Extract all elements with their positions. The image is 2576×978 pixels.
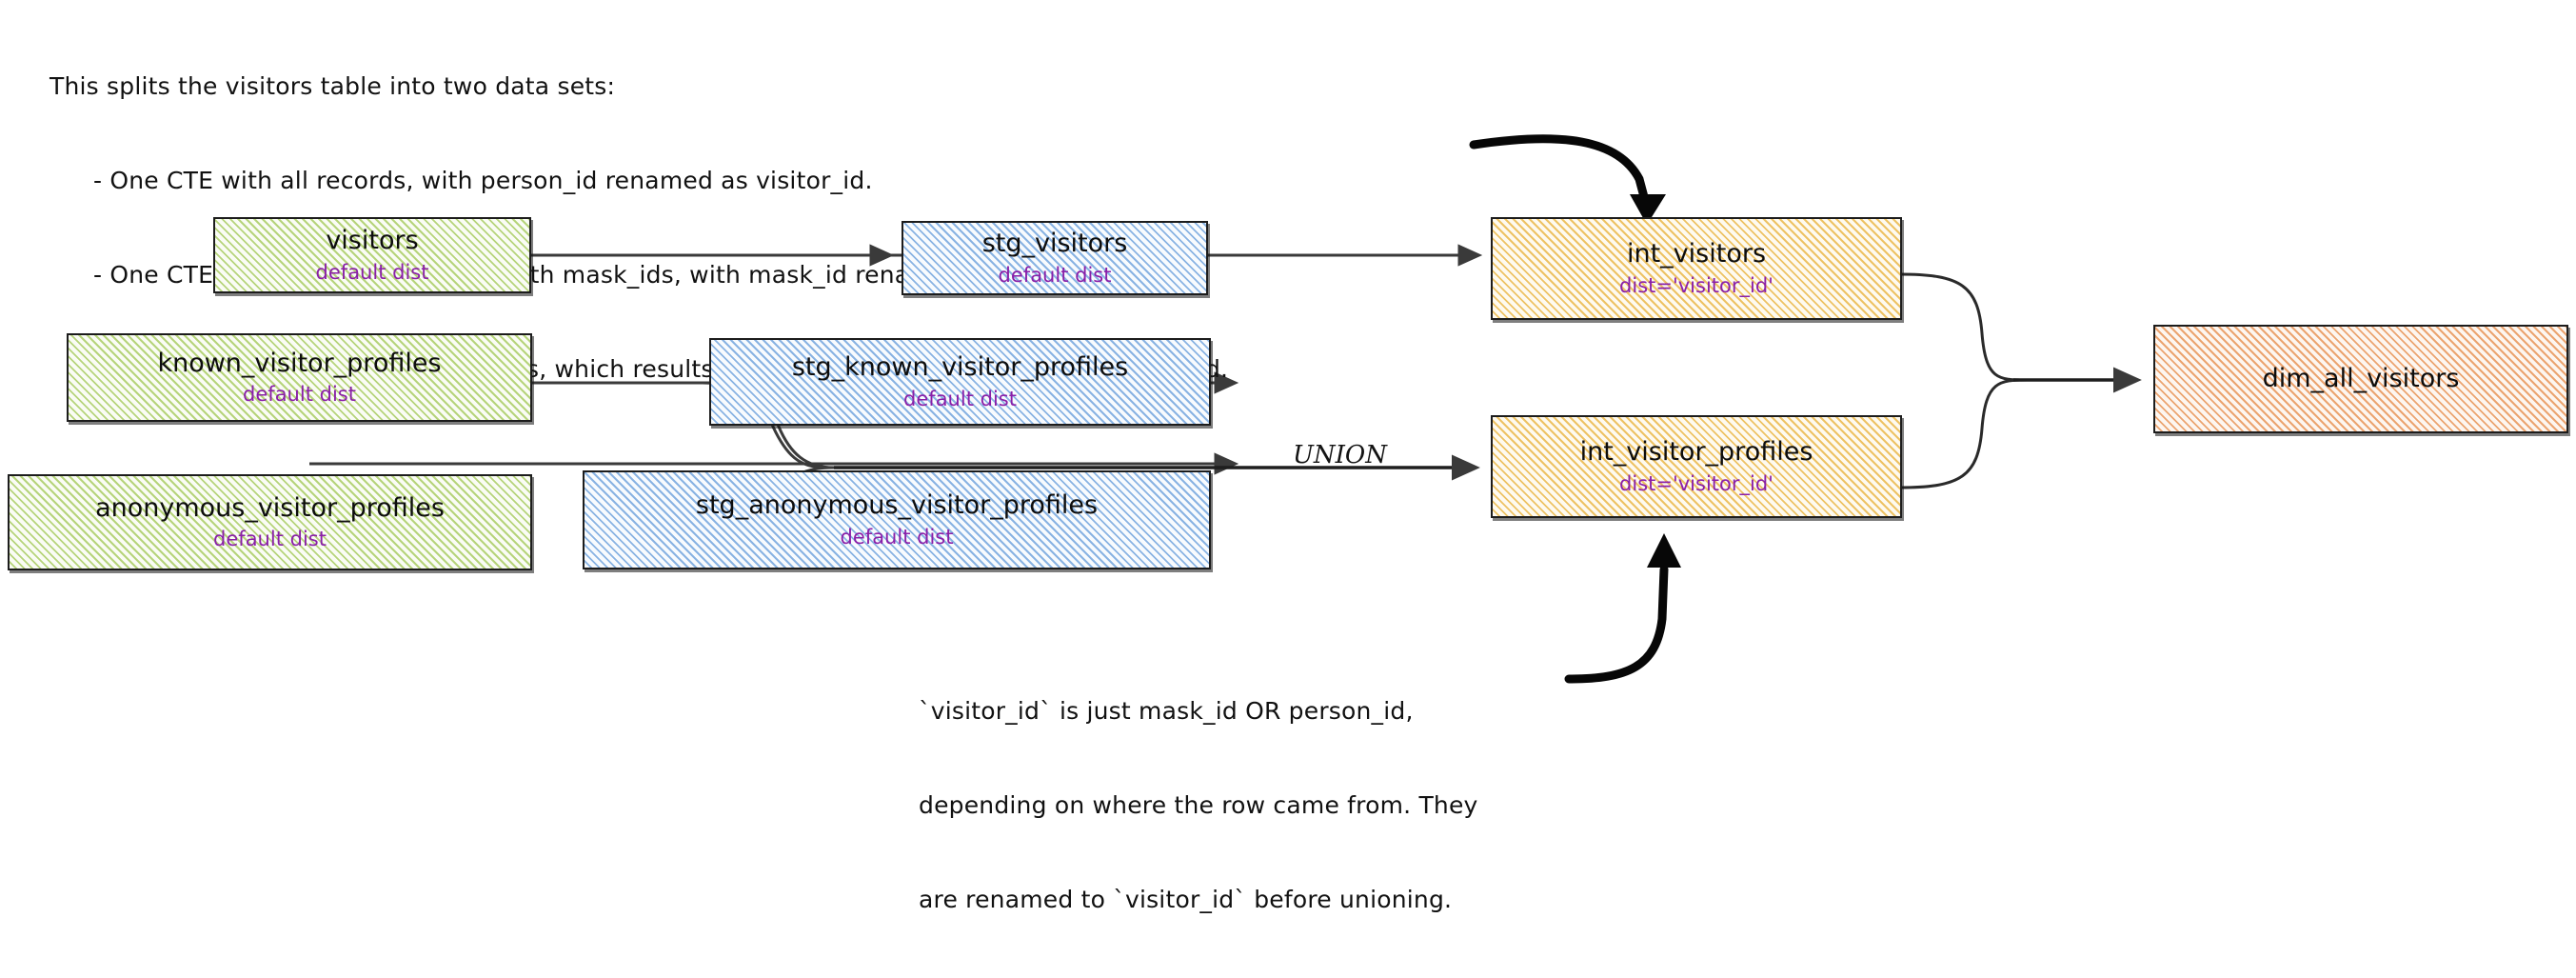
- node-subtitle: default dist: [315, 260, 429, 284]
- node-subtitle: default dist: [243, 383, 356, 407]
- node-subtitle: dist='visitor_id': [1619, 471, 1773, 495]
- node-title: visitors: [326, 226, 419, 256]
- node-stg-visitors[interactable]: stg_visitors default dist: [902, 221, 1208, 295]
- node-subtitle: default dist: [840, 525, 954, 549]
- node-stg-anonymous-visitor-profiles[interactable]: stg_anonymous_visitor_profiles default d…: [583, 470, 1211, 569]
- node-source-anonymous-visitor-profiles[interactable]: anonymous_visitor_profiles default dist: [8, 474, 532, 570]
- callout-arrowhead-top: [1630, 194, 1666, 225]
- node-title: dim_all_visitors: [2262, 363, 2460, 393]
- node-subtitle: default dist: [213, 528, 327, 551]
- node-title: stg_anonymous_visitor_profiles: [695, 490, 1099, 521]
- bottom-annotation-line-3: are renamed to `visitor_id` before union…: [919, 886, 1453, 913]
- node-source-known-visitor-profiles[interactable]: known_visitor_profiles default dist: [67, 333, 532, 422]
- callout-arrowhead-bottom: [1647, 533, 1681, 568]
- bottom-annotation-line-2: depending on where the row came from. Th…: [919, 791, 1478, 819]
- node-dim-all-visitors[interactable]: dim_all_visitors: [2153, 325, 2568, 433]
- node-subtitle: default dist: [998, 263, 1112, 287]
- node-int-visitor-profiles[interactable]: int_visitor_profiles dist='visitor_id': [1491, 415, 1902, 518]
- node-title: int_visitor_profiles: [1579, 437, 1813, 468]
- diagram-canvas: This splits the visitors table into two …: [8, 72, 2568, 913]
- edge-int-visitors-to-dim: [1899, 272, 2029, 382]
- node-int-visitors[interactable]: int_visitors dist='visitor_id': [1491, 217, 1902, 320]
- node-title: anonymous_visitor_profiles: [95, 492, 445, 523]
- callout-arrow-bottom: [1564, 565, 1669, 684]
- bottom-annotation-line-1: `visitor_id` is just mask_id OR person_i…: [919, 697, 1414, 725]
- node-source-visitors[interactable]: visitors default dist: [213, 217, 531, 293]
- node-title: stg_known_visitor_profiles: [791, 352, 1129, 383]
- node-subtitle: default dist: [903, 387, 1017, 410]
- node-title: known_visitor_profiles: [157, 348, 442, 378]
- edge-label-union: UNION: [1293, 441, 1387, 469]
- node-title: int_visitors: [1626, 239, 1767, 269]
- top-annotation-line-2: - One CTE with all records, with person_…: [93, 167, 873, 194]
- top-annotation-line-1: This splits the visitors table into two …: [50, 72, 616, 100]
- node-stg-known-visitor-profiles[interactable]: stg_known_visitor_profiles default dist: [709, 338, 1211, 426]
- bottom-annotation: `visitor_id` is just mask_id OR person_i…: [919, 632, 1478, 978]
- node-subtitle: dist='visitor_id': [1619, 273, 1773, 297]
- edge-int-profiles-to-dim: [1899, 378, 2029, 489]
- callout-arrow-top: [1469, 134, 1652, 212]
- node-title: stg_visitors: [981, 229, 1128, 259]
